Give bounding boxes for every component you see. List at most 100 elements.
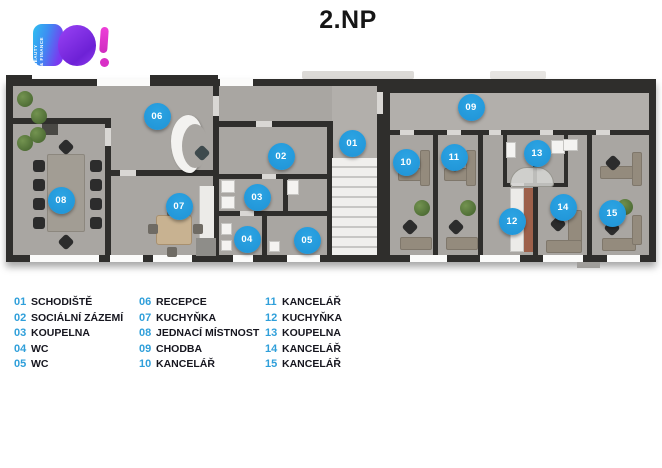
legend-label: JEDNACÍ MÍSTNOST: [156, 327, 260, 339]
toilet: [269, 241, 280, 252]
window-opening: [233, 255, 253, 262]
wall: [383, 79, 656, 93]
logo-exclamation-dot: [100, 58, 109, 67]
room-marker-02: 02: [267, 142, 295, 170]
door-opening: [240, 211, 254, 216]
legend-number: 15: [265, 358, 278, 370]
legend-number: 08: [139, 327, 152, 339]
desk: [420, 150, 430, 186]
wall: [219, 121, 332, 127]
legend-number: 10: [139, 358, 152, 370]
legend-label: KANCELÁŘ: [282, 296, 341, 308]
plant: [460, 200, 476, 216]
logo-o-circle: [58, 25, 96, 66]
wall: [283, 179, 288, 211]
legend-label: KUCHYŇKA: [156, 311, 217, 324]
entrance-canopy: [490, 71, 546, 79]
legend-label: RECEPCE: [156, 296, 207, 308]
door-opening: [256, 121, 272, 127]
floor-mat: [196, 238, 216, 256]
room-marker-05: 05: [293, 226, 321, 254]
chair: [33, 160, 45, 172]
door-opening: [540, 130, 553, 135]
wall: [478, 135, 483, 255]
chair: [167, 247, 177, 257]
door-opening: [377, 92, 383, 114]
parapet: [150, 75, 218, 80]
washer: [221, 180, 235, 193]
page-title: 2.NP: [319, 6, 377, 34]
legend-label: SCHODIŠTĚ: [31, 296, 93, 308]
toilet: [506, 142, 516, 158]
shower: [510, 167, 554, 187]
legend-label: KANCELÁŘ: [282, 358, 341, 370]
desk: [466, 150, 476, 186]
legend-label: KANCELÁŘ: [282, 342, 341, 355]
chair: [193, 224, 203, 234]
room-marker-07: 07: [165, 192, 193, 220]
legend-label: KOUPELNA: [282, 327, 341, 339]
staircase: [332, 158, 377, 255]
window-opening: [480, 255, 520, 262]
legend-label: KUCHYŇKA: [282, 311, 343, 324]
chair: [90, 160, 102, 172]
wall: [13, 118, 105, 124]
plant: [30, 127, 46, 143]
door-opening: [400, 130, 414, 135]
legend-item-08: 08 JEDNACÍ MÍSTNOST: [139, 326, 259, 342]
legend-number: 12: [265, 311, 278, 324]
legend-number: 14: [265, 342, 278, 355]
wall: [390, 130, 649, 135]
room-marker-11: 11: [440, 143, 468, 171]
room-marker-12: 12: [498, 207, 526, 235]
legend-item-13: 13 KOUPELNA: [265, 326, 342, 342]
legend-label: CHODBA: [156, 342, 203, 355]
legend-item-07: 07 KUCHYŇKA: [139, 311, 259, 327]
wall: [262, 216, 267, 255]
parapet: [6, 75, 32, 80]
legend-label: WC: [31, 342, 49, 355]
legend-number: 13: [265, 327, 278, 339]
desk: [632, 215, 642, 245]
chair: [33, 179, 45, 191]
door-opening: [447, 130, 461, 135]
door-opening: [213, 96, 219, 116]
cabinet: [563, 139, 578, 151]
wall: [433, 135, 438, 255]
window-opening: [410, 255, 447, 262]
door-opening: [105, 128, 111, 146]
chair: [33, 217, 45, 229]
room-marker-06: 06: [143, 102, 171, 130]
legend-number: 09: [139, 342, 152, 355]
floor-corridor-09: [390, 93, 649, 130]
desk: [546, 240, 582, 253]
legend-label: WC: [31, 358, 49, 370]
door-opening: [596, 130, 610, 135]
wall: [564, 135, 568, 187]
plant: [17, 91, 33, 107]
wall: [533, 187, 538, 255]
door-opening: [120, 170, 136, 176]
room-marker-14: 14: [549, 193, 577, 221]
window-opening: [220, 79, 253, 86]
window-opening: [153, 255, 192, 262]
entrance-canopy: [302, 71, 414, 79]
legend-label: SOCIÁLNÍ ZÁZEMÍ: [31, 311, 124, 324]
door-opening: [262, 174, 276, 179]
legend-number: 07: [139, 311, 152, 324]
plant: [414, 200, 430, 216]
desk: [446, 237, 478, 250]
window-opening: [30, 255, 99, 262]
chair: [90, 217, 102, 229]
window-opening: [607, 255, 640, 262]
legend-number: 01: [14, 296, 27, 308]
room-marker-09: 09: [457, 93, 485, 121]
legend-item-15: 15 KANCELÁŘ: [265, 357, 342, 373]
